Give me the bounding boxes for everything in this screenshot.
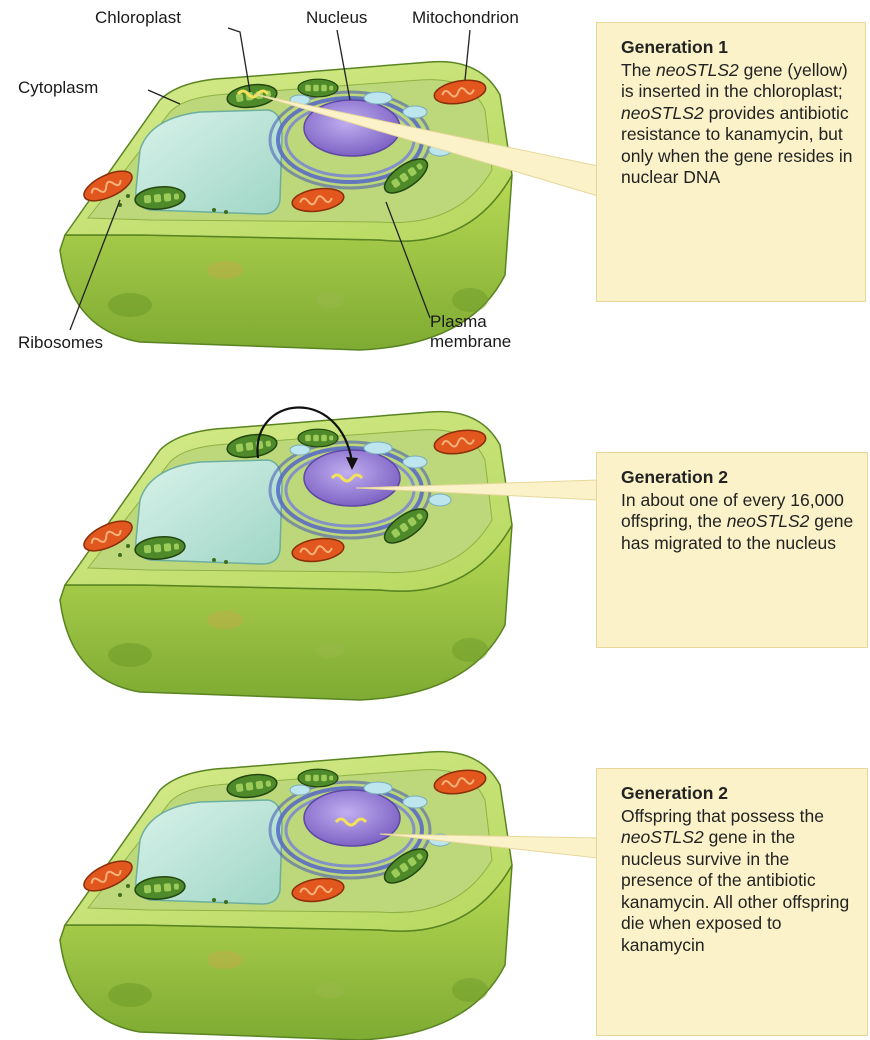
callout-text: In about one of every 16,000 offspring, …	[621, 490, 853, 553]
label-cytoplasm: Cytoplasm	[18, 78, 98, 98]
label-plasma-membrane: Plasma membrane	[430, 312, 511, 352]
cell-generation-1	[60, 62, 512, 350]
callout-title: Generation 1	[621, 37, 855, 59]
callout-text: Offspring that possess the neoSTLS2 gene…	[621, 806, 849, 955]
callout-generation-1: Generation 1 The neoSTLS2 gene (yellow) …	[596, 22, 866, 302]
label-chloroplast: Chloroplast	[95, 8, 181, 28]
callout-generation-2-survival: Generation 2 Offspring that possess the …	[596, 768, 868, 1036]
label-nucleus: Nucleus	[306, 8, 367, 28]
label-ribosomes: Ribosomes	[18, 333, 103, 353]
callout-title: Generation 2	[621, 467, 857, 489]
callout-generation-2: Generation 2 In about one of every 16,00…	[596, 452, 868, 648]
label-mitochondrion: Mitochondrion	[412, 8, 519, 28]
callout-text: The neoSTLS2 gene (yellow) is inserted i…	[621, 60, 853, 188]
cell-generation-2	[60, 407, 512, 700]
cell-generation-2-survivor	[60, 752, 512, 1040]
callout-title: Generation 2	[621, 783, 857, 805]
